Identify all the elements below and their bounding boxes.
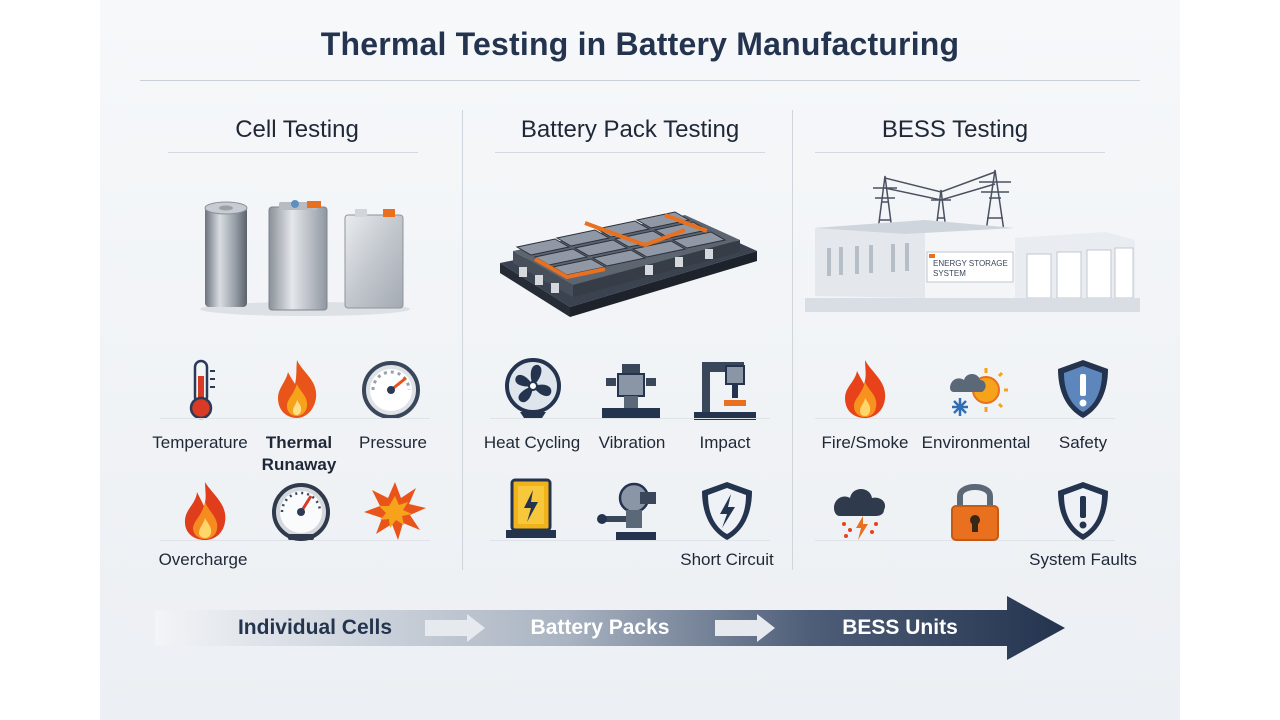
flow-individual-cells: Individual Cells <box>237 616 393 639</box>
shield-alert-icon <box>1058 360 1108 418</box>
battery-pack-illustration <box>500 211 757 317</box>
pack-testing-rule <box>495 152 765 153</box>
bess-flame-icon <box>845 360 886 418</box>
pack-testing-title: Battery Pack Testing <box>520 116 740 143</box>
bess-sign-line-2: SYSTEM <box>933 269 966 278</box>
bess-row-rule-1 <box>815 418 1115 419</box>
actuator-icon <box>597 482 656 540</box>
shield-fault-icon <box>1058 482 1108 540</box>
label-system-faults: System Faults <box>1029 550 1137 569</box>
shield-bolt-icon <box>702 482 752 540</box>
flame-icon <box>278 360 317 418</box>
battery-bolt-icon <box>506 478 556 538</box>
fan-icon <box>505 358 561 418</box>
pack-row-rule-2 <box>490 540 770 541</box>
gauge-icon <box>272 483 330 541</box>
pack-row-rule-1 <box>490 418 770 419</box>
bess-testing-title: BESS Testing <box>881 116 1029 143</box>
bess-testing-rule <box>815 152 1105 153</box>
label-fire-smoke: Fire/Smoke <box>821 433 909 452</box>
storm-cloud-icon <box>834 489 886 540</box>
cell-testing-rule <box>168 152 418 153</box>
label-vibration: Vibration <box>598 433 666 452</box>
column-divider-2 <box>792 110 793 570</box>
impact-press-icon <box>694 362 756 420</box>
label-overcharge: Overcharge <box>158 550 248 569</box>
title-divider <box>140 80 1140 81</box>
cell-row-rule-1 <box>160 418 430 419</box>
label-pressure: Pressure <box>358 433 428 452</box>
energy-storage-facility-illustration: ENERGY STORAGE SYSTEM <box>805 169 1140 312</box>
explosion-icon <box>364 482 426 540</box>
fire-icon <box>184 482 226 540</box>
label-heat-cycling: Heat Cycling <box>483 433 581 452</box>
pressure-gauge-icon <box>362 361 420 419</box>
flow-bess-units: BESS Units <box>842 616 958 639</box>
label-thermal-runaway: Thermal Runaway <box>261 433 337 474</box>
label-safety: Safety <box>1058 433 1108 452</box>
page-title: Thermal Testing in Battery Manufacturing <box>320 26 960 62</box>
weather-icon <box>950 368 1008 416</box>
battery-cells-illustration <box>200 200 410 316</box>
flow-battery-packs: Battery Packs <box>530 616 670 639</box>
column-divider-1 <box>462 110 463 570</box>
vibration-table-icon <box>602 364 660 418</box>
cell-testing-title: Cell Testing <box>235 116 359 143</box>
label-impact: Impact <box>699 433 751 452</box>
bess-sign-line-1: ENERGY STORAGE <box>933 259 1008 268</box>
padlock-icon <box>951 484 999 541</box>
progression-arrow <box>155 596 1065 660</box>
thermometer-icon <box>189 359 215 420</box>
label-environmental: Environmental <box>921 433 1031 452</box>
infographic-canvas: Thermal Testing in Battery Manufacturing… <box>100 0 1180 720</box>
label-short-circuit: Short Circuit <box>680 550 774 569</box>
cell-row-rule-2 <box>160 540 430 541</box>
label-temperature: Temperature <box>152 433 248 452</box>
